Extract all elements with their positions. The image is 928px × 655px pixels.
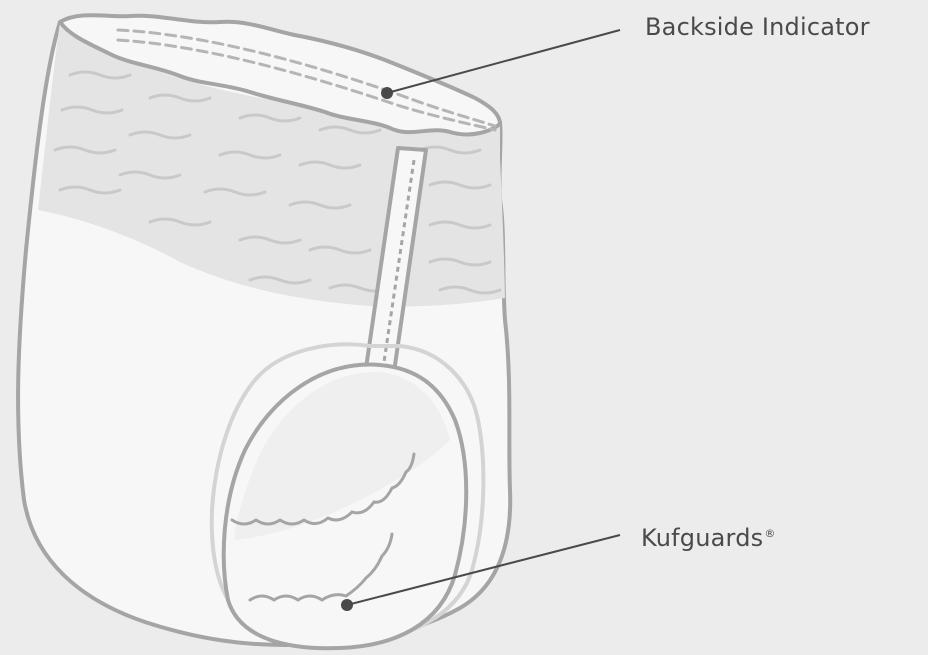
- backside-indicator-label: Backside Indicator: [645, 13, 870, 41]
- backside-indicator-dot: [381, 87, 393, 99]
- registered-mark: ®: [764, 527, 775, 540]
- backside-indicator-leader: [387, 30, 620, 93]
- kufguards-label: Kufguards: [641, 524, 763, 552]
- kufguards-dot: [341, 599, 353, 611]
- kufguards-label-group: Kufguards®: [641, 524, 776, 552]
